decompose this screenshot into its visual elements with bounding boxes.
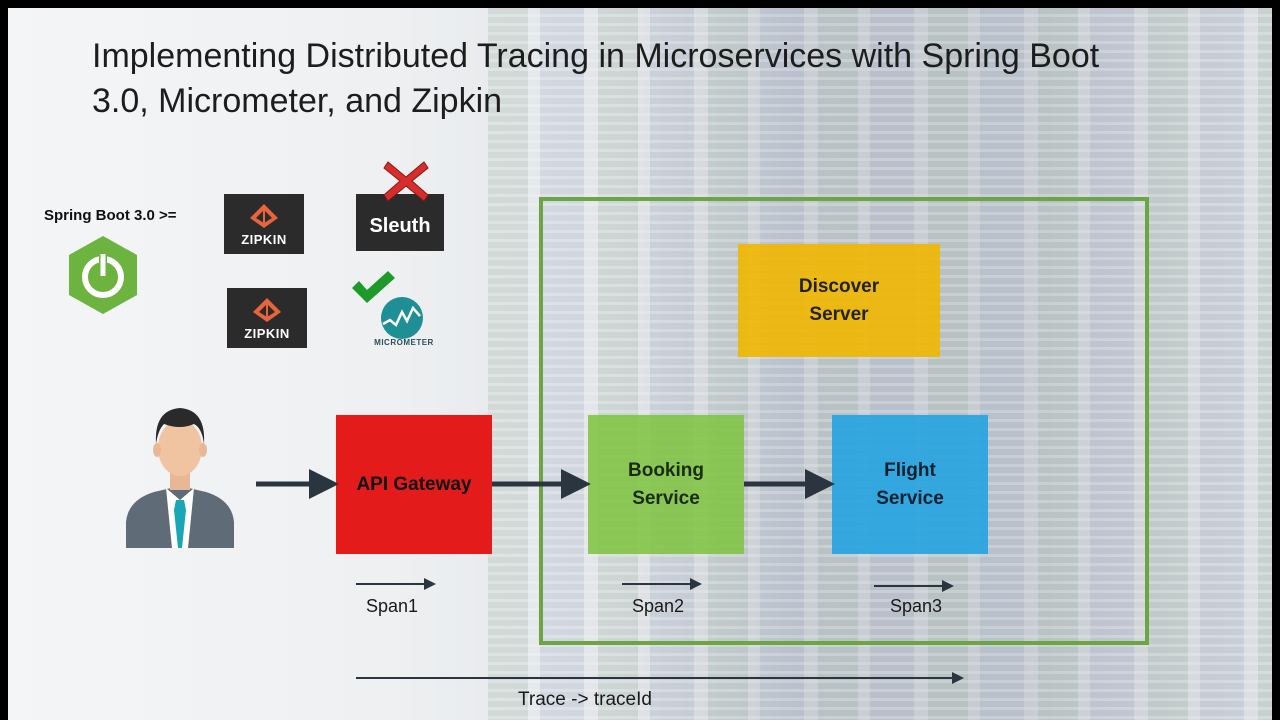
discover-server-box: Discover Server [738,244,940,357]
span2-label: Span2 [632,596,685,616]
microservices-boundary [539,197,1149,645]
trace-label: Trace -> traceId [518,689,652,710]
zipkin-logo-top: ZIPKIN [224,194,304,254]
span1-label: Span1 [366,596,419,616]
booking-service-label-line2: Service [632,487,700,509]
micrometer-icon [381,297,423,339]
flight-service-box: Flight Service [832,415,988,554]
booking-service-box: Booking Service [588,415,744,554]
flow-arrows [256,469,964,684]
user-avatar-icon [126,408,234,548]
spring-boot-label: Spring Boot 3.0 >= [44,207,177,224]
zipkin-icon [253,297,281,322]
sleuth-logo: Sleuth [356,194,444,251]
code-background-image [488,8,1272,720]
spring-power-icon [69,236,137,314]
api-gateway-box: API Gateway [336,415,492,554]
zipkin-icon [250,203,278,228]
zipkin-logo-text: ZIPKIN [244,325,290,341]
zipkin-logo-bottom: ZIPKIN [227,288,307,348]
slide: Implementing Distributed Tracing in Micr… [8,8,1272,720]
zipkin-logo-text: ZIPKIN [241,231,287,247]
api-gateway-label: API Gateway [356,473,472,495]
micrometer-logo-text: MICROMETER [374,338,434,347]
flight-service-label-line1: Flight [884,459,936,481]
span3-label: Span3 [890,596,943,616]
discover-server-label-line1: Discover [798,275,880,297]
x-mark-icon [383,161,429,202]
sleuth-logo-text: Sleuth [369,215,431,237]
slide-title: Implementing Distributed Tracing in Micr… [92,37,1100,120]
booking-service-label-line1: Booking [628,459,704,481]
flight-service-label-line2: Service [876,487,944,509]
discover-server-label-line2: Server [809,303,869,325]
check-mark-icon [352,271,395,303]
